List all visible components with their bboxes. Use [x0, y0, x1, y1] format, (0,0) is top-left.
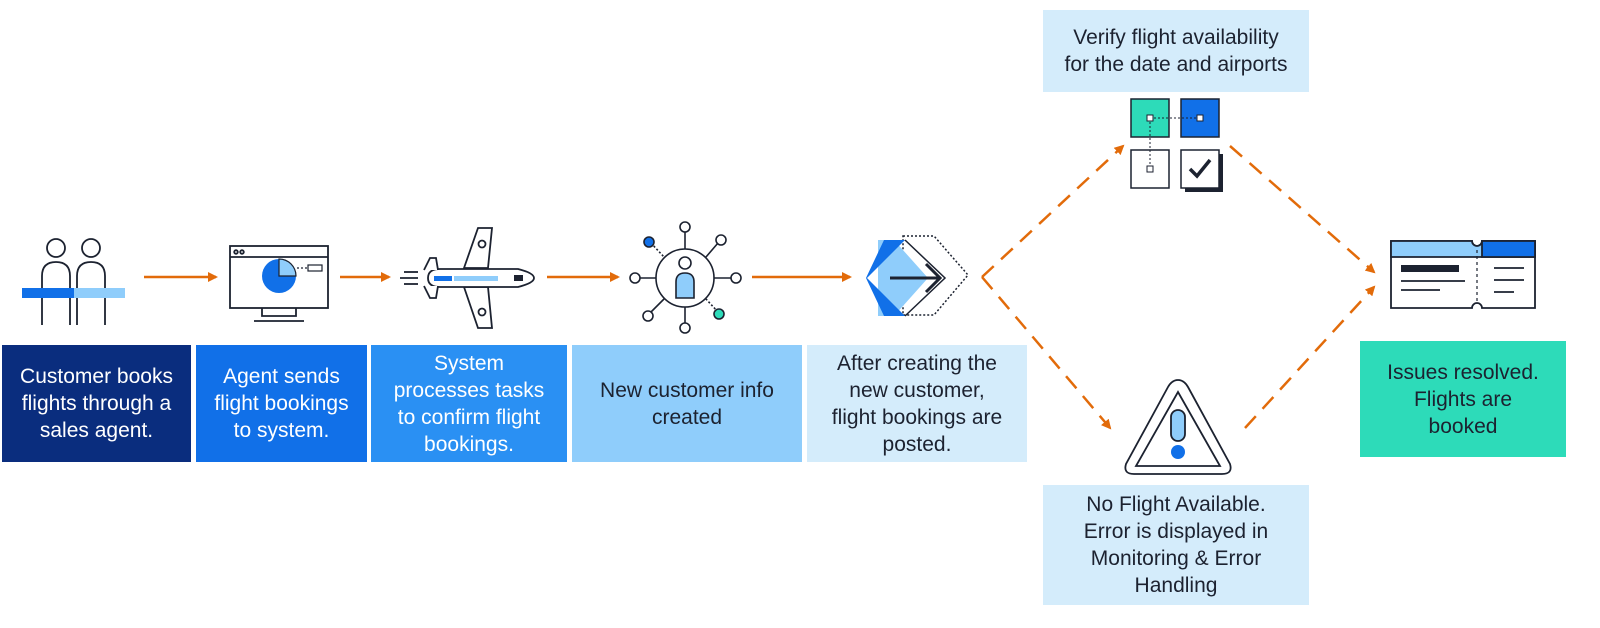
network-person-icon: [629, 221, 742, 334]
arrow-to-error: [981, 276, 1112, 430]
arrow-error-to-resolved: [1244, 285, 1376, 429]
step-2-box: Agent sends flight bookings to system.: [196, 345, 367, 462]
step-5-label: After creating the new customer, flight …: [831, 351, 1003, 456]
airplane-icon: [400, 227, 535, 329]
step-4-box: New customer info created: [572, 345, 802, 462]
people-at-desk-icon: [22, 238, 125, 325]
issues-resolved-label: Issues resolved. Flights are booked: [1387, 360, 1539, 438]
warning-triangle-icon: [1124, 379, 1232, 475]
step-4-label: New customer info created: [600, 378, 774, 429]
monitor-pie-chart-icon: [229, 245, 329, 322]
no-flight-error-box: No Flight Available. Error is displayed …: [1043, 485, 1309, 605]
checklist-squares-icon: [1130, 98, 1223, 192]
issues-resolved-box: Issues resolved. Flights are booked: [1360, 341, 1566, 457]
step-3-box: System processes tasks to confirm flight…: [371, 345, 567, 462]
boarding-pass-icon: [1390, 240, 1536, 309]
arrow-to-verify: [981, 144, 1125, 278]
no-flight-error-label: No Flight Available. Error is displayed …: [1083, 493, 1269, 597]
step-1-label: Customer books flights through a sales a…: [20, 365, 173, 442]
verify-availability-label: Verify flight availability for the date …: [1064, 26, 1288, 76]
branch-connectors: [981, 144, 1376, 430]
step-5-box: After creating the new customer, flight …: [807, 345, 1027, 462]
post-arrow-icon: [866, 235, 969, 317]
step-1-box: Customer books flights through a sales a…: [2, 345, 191, 462]
arrow-verify-to-resolved: [1229, 145, 1376, 274]
step-3-label: System processes tasks to confirm flight…: [393, 351, 545, 456]
step-2-label: Agent sends flight bookings to system.: [214, 365, 349, 442]
verify-availability-box: Verify flight availability for the date …: [1043, 10, 1309, 92]
